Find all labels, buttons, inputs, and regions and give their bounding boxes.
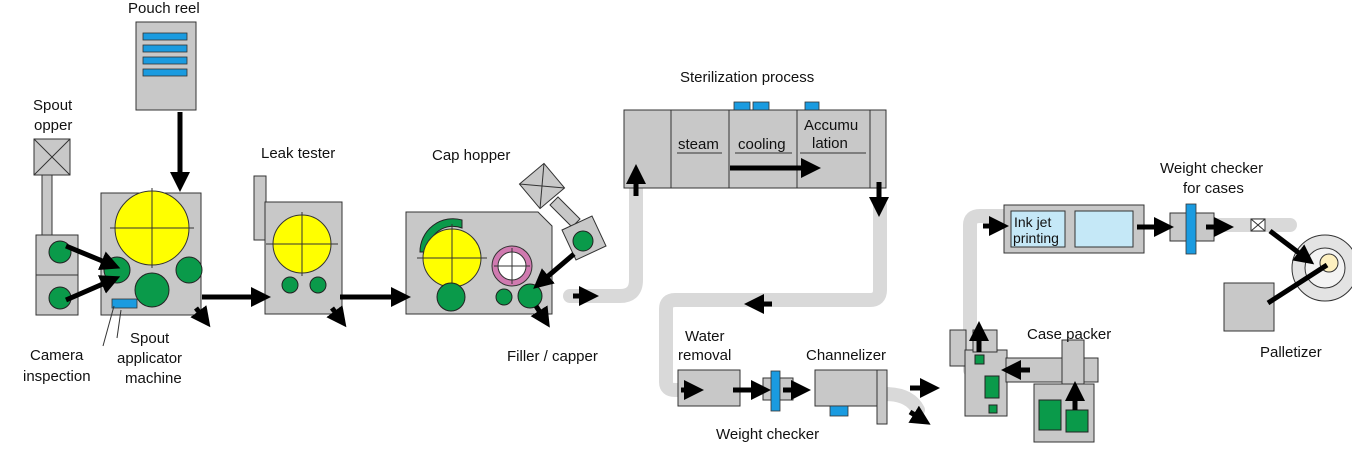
label-ink-jet-2: printing bbox=[1013, 230, 1059, 246]
filler-capper bbox=[405, 211, 553, 315]
label-accumulation-1: Accumu bbox=[804, 117, 858, 134]
spout-applicator-machine bbox=[100, 188, 203, 316]
arrow-icon bbox=[65, 275, 121, 303]
channelizer bbox=[814, 369, 888, 425]
label-pouch-reel: Pouch reel bbox=[128, 0, 200, 17]
pouch-reel bbox=[135, 21, 197, 111]
case-weight-checker bbox=[1169, 203, 1266, 255]
label-water-removal-2: removal bbox=[678, 347, 731, 364]
label-ink-jet-1: Ink jet bbox=[1014, 214, 1051, 230]
label-water-removal-1: Water bbox=[685, 328, 724, 345]
label-spout-applicator-3: machine bbox=[125, 370, 182, 387]
label-channelizer: Channelizer bbox=[806, 347, 886, 364]
arrow-icon bbox=[1268, 229, 1315, 265]
label-steam: steam bbox=[678, 136, 719, 153]
label-spout-applicator-2: applicator bbox=[117, 350, 182, 367]
arrow-icon bbox=[190, 305, 211, 328]
label-sterilization: Sterilization process bbox=[680, 69, 814, 86]
camera-inspection-unit bbox=[35, 234, 79, 316]
label-camera-inspection-1: Camera bbox=[30, 347, 84, 364]
label-filler-capper: Filler / capper bbox=[507, 348, 598, 365]
label-leak-tester: Leak tester bbox=[261, 145, 335, 162]
label-palletizer: Palletizer bbox=[1260, 344, 1322, 361]
leader-line bbox=[116, 309, 122, 339]
label-weight-checker-cases-2: for cases bbox=[1183, 180, 1244, 197]
label-camera-inspection-2: inspection bbox=[23, 368, 91, 385]
arrow-icon bbox=[1266, 262, 1329, 306]
label-spout-applicator-1: Spout bbox=[130, 330, 170, 347]
palletizer bbox=[1223, 234, 1352, 332]
label-weight-checker: Weight checker bbox=[716, 426, 819, 443]
arrow-icon bbox=[908, 405, 931, 425]
arrow-icon bbox=[326, 305, 347, 328]
label-cap-hopper: Cap hopper bbox=[432, 147, 510, 164]
label-spout-opper-1: Spout bbox=[33, 97, 73, 114]
leak-tester bbox=[253, 175, 343, 315]
leader-line bbox=[102, 305, 115, 347]
arrow-icon bbox=[533, 252, 576, 289]
label-weight-checker-cases-1: Weight checker bbox=[1160, 160, 1263, 177]
arrow-icon bbox=[65, 243, 121, 271]
arrow-icon bbox=[530, 304, 550, 328]
label-case-packer: Case packer bbox=[1027, 326, 1111, 343]
label-accumulation-2: lation bbox=[812, 135, 848, 152]
label-cooling: cooling bbox=[738, 136, 786, 153]
spout-hopper bbox=[33, 138, 71, 238]
sterilization-tunnel bbox=[623, 101, 887, 189]
label-spout-opper-2: opper bbox=[34, 117, 72, 134]
labels: Pouch reel Spout opper Leak tester Cap h… bbox=[23, 0, 1322, 443]
flow-arrows bbox=[65, 112, 1329, 425]
cap-hopper bbox=[518, 162, 607, 261]
